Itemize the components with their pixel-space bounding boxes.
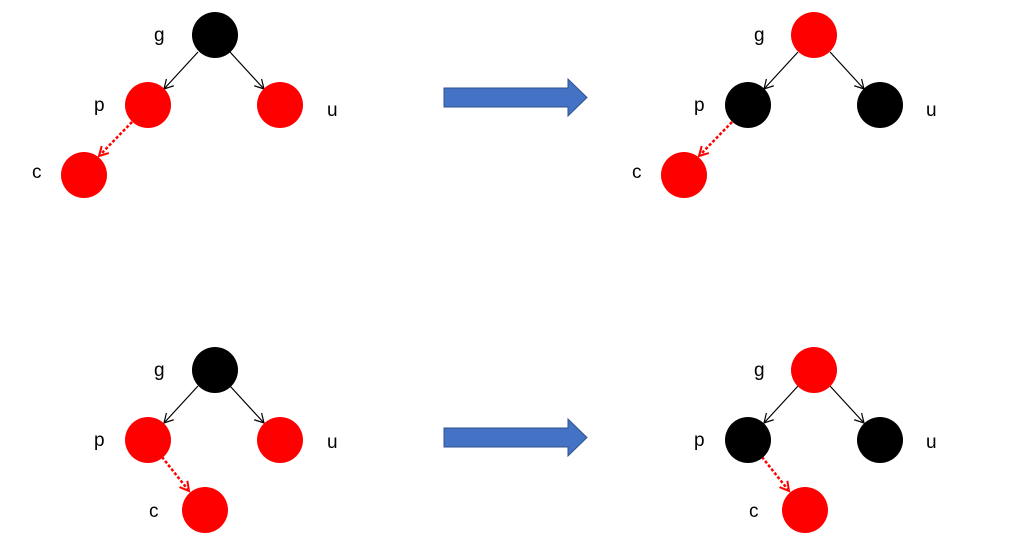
edge-g-p — [163, 51, 199, 90]
edge-g-p — [763, 385, 799, 424]
diagram-bottom-left: g p u c — [94, 347, 338, 533]
label-c: c — [149, 501, 159, 522]
node-g — [791, 347, 837, 393]
label-p: p — [94, 430, 105, 451]
edge-g-u — [829, 51, 865, 90]
node-p — [725, 82, 771, 128]
edge-p-c — [99, 121, 133, 156]
edge-g-p — [163, 385, 199, 424]
node-c — [61, 152, 107, 198]
node-p — [125, 82, 171, 128]
label-p: p — [694, 430, 705, 451]
node-u — [257, 417, 303, 463]
transform-arrow-top — [443, 77, 588, 118]
diagram-top-left: g p u c — [32, 12, 338, 198]
label-g: g — [154, 25, 165, 46]
node-p — [725, 417, 771, 463]
label-c: c — [632, 162, 642, 183]
label-c: c — [32, 162, 42, 183]
label-g: g — [154, 360, 165, 381]
node-c — [182, 487, 228, 533]
diagram-bottom-right: g p u c — [694, 347, 937, 533]
node-u — [257, 82, 303, 128]
node-g — [192, 12, 238, 58]
label-u: u — [926, 432, 937, 453]
edge-p-c — [761, 456, 789, 491]
edge-g-u — [229, 385, 265, 424]
edge-g-u — [229, 51, 265, 90]
edge-p-c — [699, 121, 733, 156]
label-u: u — [327, 100, 338, 121]
transform-arrow-bottom — [443, 417, 588, 458]
label-p: p — [694, 95, 705, 116]
diagram-top-right: g p u c — [632, 12, 937, 198]
node-c — [661, 152, 707, 198]
label-c: c — [749, 501, 759, 522]
edge-g-p — [763, 51, 799, 90]
label-g: g — [754, 25, 765, 46]
node-c — [782, 487, 828, 533]
node-u — [857, 82, 903, 128]
label-u: u — [926, 100, 937, 121]
label-p: p — [94, 95, 105, 116]
label-g: g — [754, 360, 765, 381]
node-g — [791, 12, 837, 58]
edge-p-c — [161, 456, 189, 491]
node-u — [857, 417, 903, 463]
label-u: u — [327, 432, 338, 453]
node-p — [125, 417, 171, 463]
node-g — [192, 347, 238, 393]
edge-g-u — [829, 385, 865, 424]
